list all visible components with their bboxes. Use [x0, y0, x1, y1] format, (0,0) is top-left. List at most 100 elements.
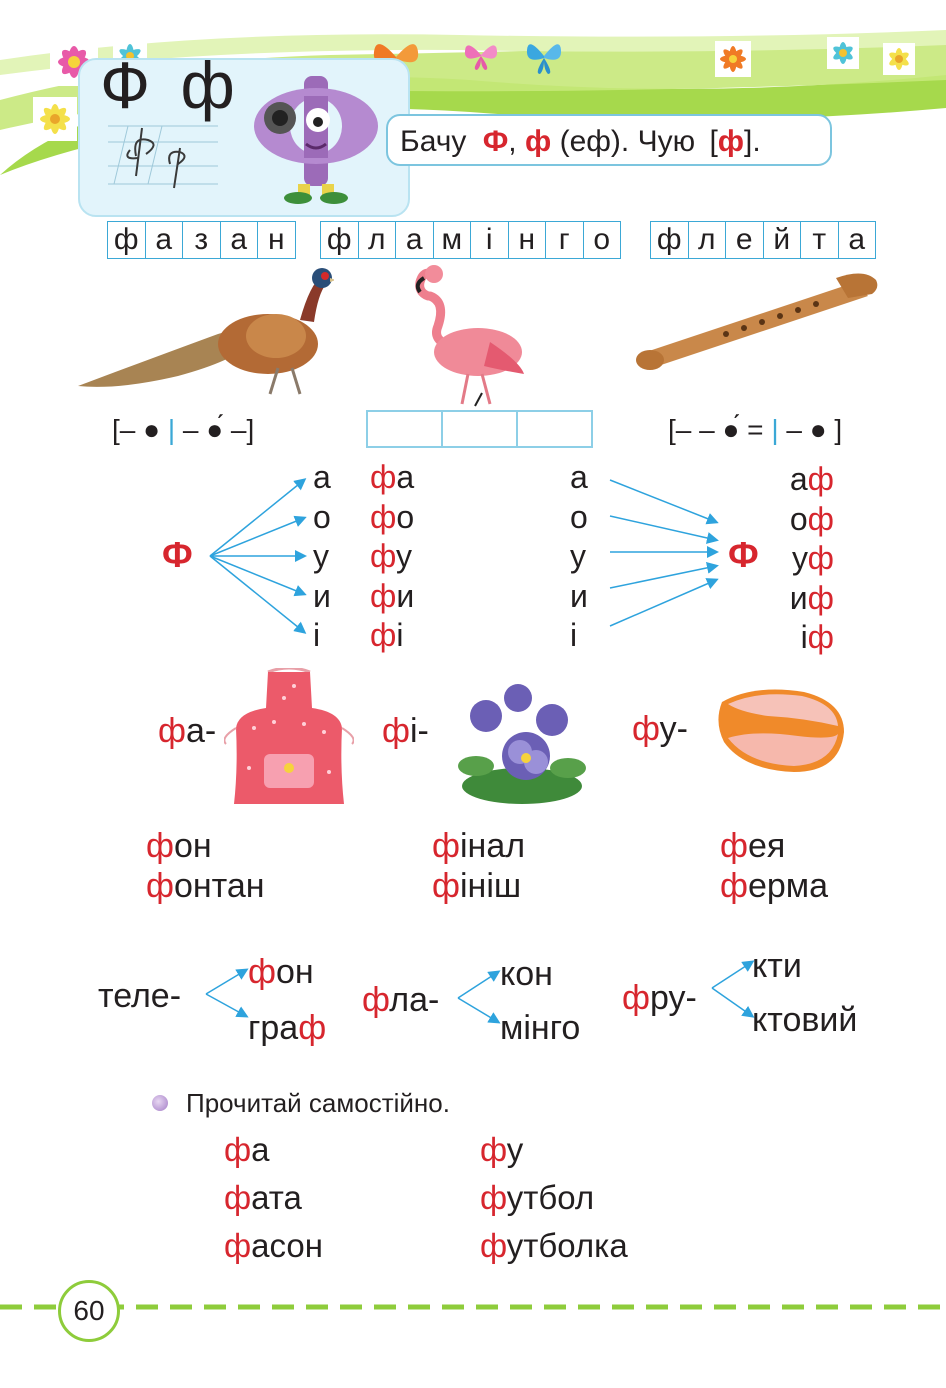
syllable-divider: |: [771, 414, 779, 445]
consonant-f-left: Ф: [162, 534, 193, 575]
letter-cell: ф: [108, 222, 146, 258]
letter-cell: н: [509, 222, 546, 258]
vowel: и: [313, 577, 331, 614]
sentence-letter-lower: ф: [524, 125, 552, 158]
word: фасон: [224, 1227, 323, 1264]
apron-image: [224, 668, 354, 804]
flower-icon: [827, 37, 859, 69]
vowel: у: [570, 538, 586, 574]
compound-ending: фон: [248, 953, 314, 991]
glasses-case-image: [718, 689, 844, 772]
page-number: 60: [58, 1280, 120, 1342]
read-column-left: фа фата фасон: [224, 1126, 323, 1270]
scheme-part: [– ●: [112, 414, 161, 445]
flute-image: [636, 273, 878, 370]
letter-cell: а: [396, 222, 434, 258]
syllable-column-vf: аф оф уф иф іф: [778, 460, 834, 658]
compound-ending: кти: [752, 947, 802, 985]
word: фу: [480, 1131, 524, 1168]
letter-cell: е: [726, 222, 764, 258]
vowel: о: [570, 498, 588, 535]
vowel: а: [313, 459, 331, 495]
vowel: о: [313, 498, 331, 535]
compound-ending: кон: [500, 955, 553, 993]
letter-cell: н: [267, 223, 285, 256]
vowel: у: [313, 538, 329, 574]
syllable: фу: [370, 538, 412, 574]
syllable-divider: |: [167, 414, 176, 445]
word: ферма: [720, 867, 829, 905]
branch-arrows: [711, 960, 755, 1018]
syllable: фі: [370, 617, 404, 653]
vowel: і: [313, 617, 321, 653]
sentence-bracket-open: [: [709, 125, 718, 158]
vowel: і: [570, 617, 578, 653]
letter-cell: ф: [651, 222, 689, 258]
flower-icon: [883, 43, 915, 75]
syllable: аф: [789, 461, 834, 497]
syllable-column-fv: фа фо фу фи фі: [370, 458, 414, 656]
syllable: фо: [370, 498, 415, 535]
read-instruction: Прочитай самостійно.: [186, 1088, 450, 1118]
letter-cell: т: [801, 222, 839, 258]
word: фонтан: [146, 867, 265, 905]
read-column-right: фу футбол футболка: [480, 1126, 628, 1270]
letter-upper: Ф: [100, 48, 157, 122]
word-column-1: фон фонтан: [146, 826, 265, 906]
letter-cell: о: [593, 223, 611, 256]
letter-cell: і: [471, 222, 509, 258]
word: футбол: [480, 1179, 595, 1216]
letter-lower: ф: [180, 48, 241, 122]
word: фа: [224, 1131, 270, 1168]
picture-syllable-fu: фу-: [632, 710, 688, 748]
scheme-part: – ● ]: [786, 414, 843, 445]
compound-ending: ктовий: [752, 1001, 858, 1039]
letter-cell: м: [434, 222, 471, 258]
sentence-sound: ф: [717, 125, 745, 158]
sentence-see: Бачу: [400, 125, 467, 158]
violet-flowers-image: [458, 684, 586, 804]
syllable: уф: [792, 540, 834, 576]
butterfly-icon: [464, 45, 498, 70]
footer-dashed-line: [0, 1304, 946, 1310]
pheasant-image: [78, 268, 334, 395]
letter-heading: Ф ф: [100, 52, 241, 118]
compound-ending: граф: [248, 1009, 327, 1047]
handwriting-lines: [108, 125, 218, 189]
letter-cell: а: [221, 222, 258, 258]
word-column-2: фінал фініш: [432, 826, 525, 906]
sentence-comma: ,: [508, 125, 517, 158]
letter-character-illustration: [254, 76, 378, 204]
syllable: оф: [789, 500, 834, 537]
word: фінал: [432, 827, 526, 865]
picture-syllable-fa: фа-: [158, 712, 217, 750]
word-column-3: фея ферма: [720, 826, 828, 906]
vowel: и: [570, 577, 588, 614]
word: фініш: [432, 867, 522, 905]
flamingo-image: [415, 265, 524, 405]
picture-syllable-fi: фі-: [382, 712, 429, 750]
stress-mark: [474, 392, 483, 407]
compound-stem-tele: теле-: [98, 977, 182, 1015]
word: фата: [224, 1179, 302, 1216]
flower-icon: [715, 41, 751, 77]
arrows-fan-out: [209, 478, 307, 634]
syllable: іф: [800, 619, 834, 655]
compound-ending: мінго: [500, 1009, 581, 1047]
sentence-letter-upper: Ф: [482, 125, 509, 158]
vowel: а: [570, 459, 588, 495]
syllable: фи: [370, 577, 415, 614]
blank-sound-scheme[interactable]: [366, 410, 593, 448]
word: фея: [720, 827, 786, 865]
letter-cell: з: [183, 222, 221, 258]
syllable: иф: [789, 579, 834, 616]
sound-scheme-fleita: [– – ●́ = | – ● ]: [668, 414, 842, 446]
consonant-f-right: Ф: [728, 534, 759, 575]
branch-arrows: [457, 970, 501, 1024]
word: фон: [146, 827, 212, 865]
